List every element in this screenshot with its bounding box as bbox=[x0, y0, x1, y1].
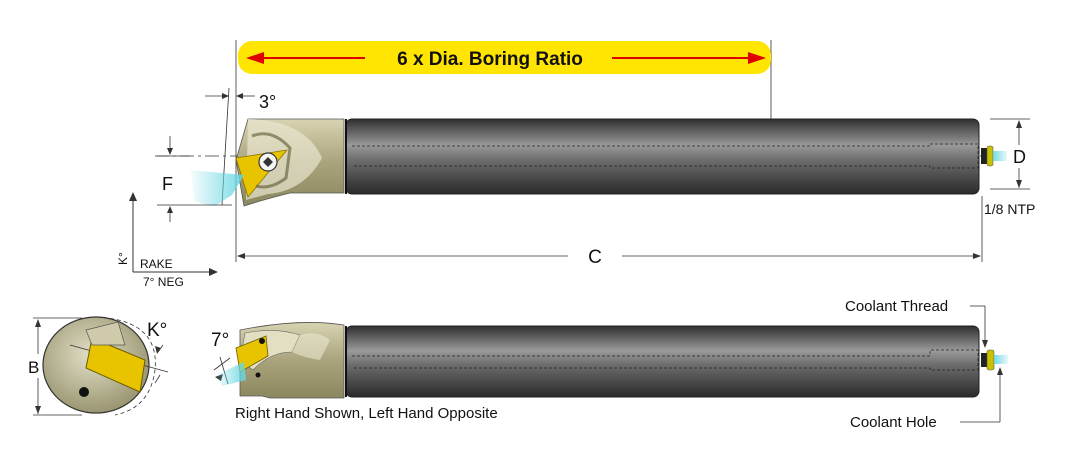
angle-7-label: 7° bbox=[211, 330, 229, 351]
banner-title: 6 x Dia. Boring Ratio bbox=[397, 49, 583, 70]
angle-3-label: 3° bbox=[259, 92, 276, 112]
top-view: 3° D 1/8 NTP bbox=[155, 87, 1035, 268]
side-view: 7° Coolant Thread Coolant Hole Right Han… bbox=[211, 298, 1008, 431]
coolant-hole-label: Coolant Hole bbox=[850, 414, 937, 431]
left-arrow-icon bbox=[246, 52, 264, 64]
ntp-thread-label: 1/8 NTP bbox=[984, 201, 1035, 217]
d-dimension-label: D bbox=[1013, 147, 1026, 167]
coolant-spray bbox=[190, 170, 244, 206]
neg-rake-label: 7° NEG bbox=[143, 275, 184, 289]
k-axis-label: K° bbox=[116, 252, 130, 265]
b-dimension-label: B bbox=[28, 358, 39, 377]
coolant-hole-icon bbox=[79, 387, 89, 397]
end-view: B K° bbox=[28, 316, 169, 416]
coolant-thread-label: Coolant Thread bbox=[845, 298, 948, 315]
rake-axes: K° RAKE 7° NEG bbox=[116, 192, 218, 289]
right-arrow-icon bbox=[748, 52, 766, 64]
f-dimension-label: F bbox=[162, 174, 173, 194]
hand-caption: Right Hand Shown, Left Hand Opposite bbox=[235, 405, 498, 422]
k-end-label: K° bbox=[147, 320, 167, 341]
rake-label: RAKE bbox=[140, 257, 173, 271]
c-dimension-label: C bbox=[588, 247, 602, 268]
boring-ratio-banner: 6 x Dia. Boring Ratio bbox=[235, 40, 772, 262]
